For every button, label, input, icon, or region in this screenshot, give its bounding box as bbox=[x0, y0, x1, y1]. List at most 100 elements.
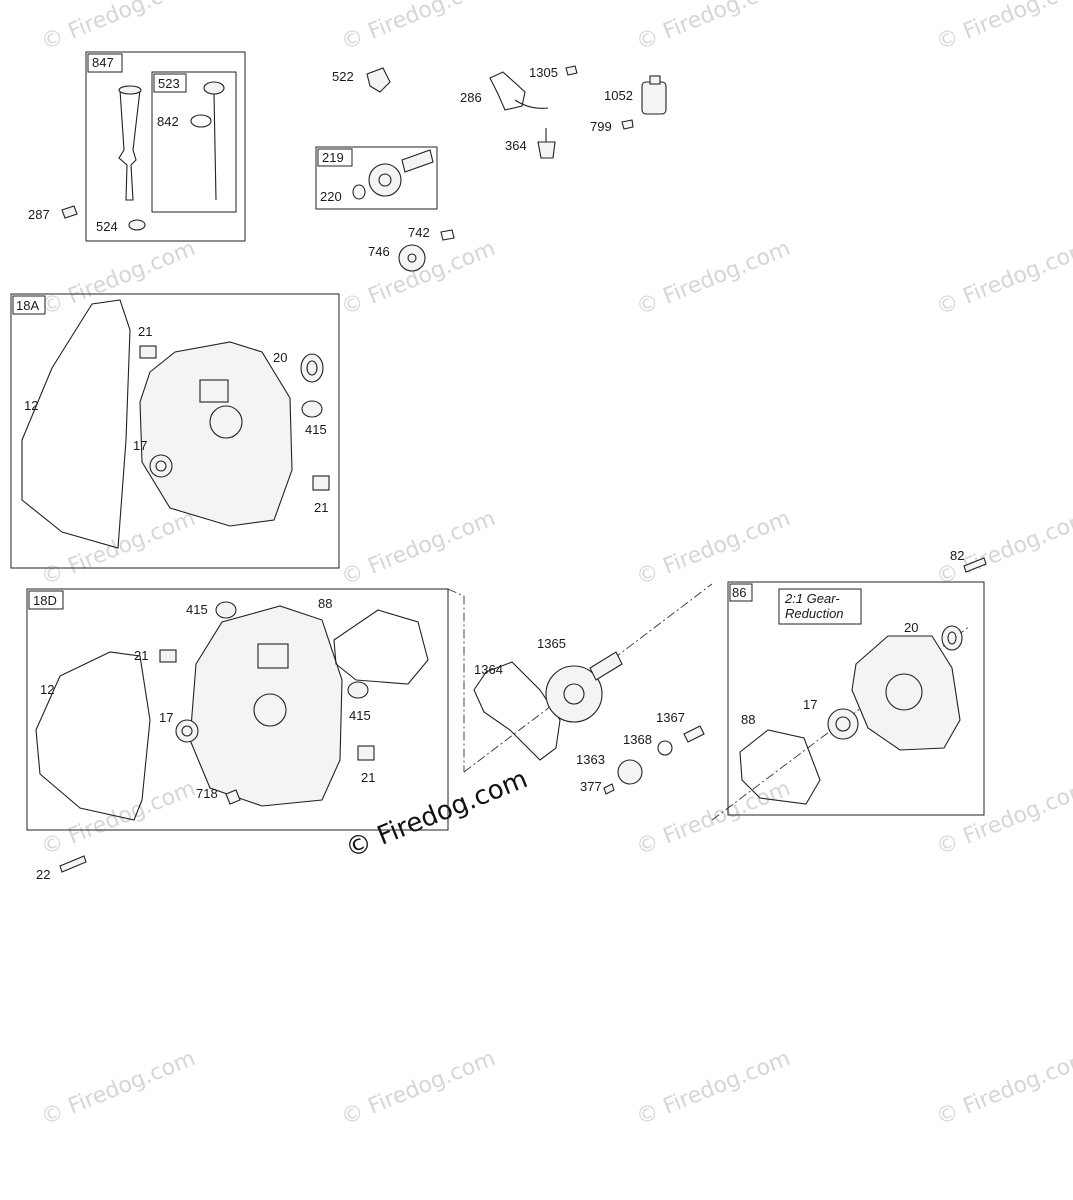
label-220: 220 bbox=[320, 189, 342, 204]
group-847: 847 524 523 842 bbox=[85, 51, 246, 242]
group-847-tag bbox=[87, 53, 123, 73]
solenoid-1052-part bbox=[641, 81, 667, 115]
bearing-G17-inner bbox=[835, 716, 851, 732]
plug-D21-bottom-part bbox=[357, 745, 375, 761]
plug-A415-part bbox=[301, 400, 323, 418]
screw-287-part bbox=[61, 205, 78, 219]
label-G88: 88 bbox=[741, 712, 755, 727]
watermark: © Firedog.com bbox=[38, 0, 199, 56]
gasket-D12-part bbox=[35, 651, 151, 821]
watermark: © Firedog.com bbox=[38, 236, 199, 320]
gear-746-part bbox=[398, 244, 426, 272]
label-364: 364 bbox=[505, 138, 527, 153]
sprocket-1363-part bbox=[617, 759, 643, 785]
group-523-id: 523 bbox=[158, 76, 180, 91]
screw-799-part bbox=[621, 119, 634, 130]
label-842: 842 bbox=[157, 114, 179, 129]
group-18D-leader bbox=[447, 588, 465, 772]
group-18D-frame bbox=[26, 588, 449, 831]
label-A415: 415 bbox=[305, 422, 327, 437]
gasket-G88-part bbox=[739, 729, 821, 805]
o-ring-842-part bbox=[190, 114, 212, 128]
group-18D-tag bbox=[28, 590, 64, 610]
dipstick-rod-part bbox=[213, 93, 217, 201]
label-22: 22 bbox=[36, 867, 50, 882]
seal-A17-inner bbox=[155, 460, 167, 472]
watermark: © Firedog.com bbox=[933, 776, 1073, 860]
label-A20: 20 bbox=[273, 350, 287, 365]
label-D88: 88 bbox=[318, 596, 332, 611]
watermark-layer: © Firedog.com © Firedog.com © Firedog.co… bbox=[38, 0, 1073, 1131]
group-18A: 18A 12 17 21 20 415 21 bbox=[10, 293, 340, 569]
screw-82-part bbox=[963, 557, 987, 573]
switch-364-part bbox=[537, 141, 556, 159]
watermark: © Firedog.com bbox=[338, 506, 499, 590]
label-799: 799 bbox=[590, 119, 612, 134]
label-522: 522 bbox=[332, 69, 354, 84]
label-D12: 12 bbox=[40, 682, 54, 697]
plug-D415-top-part bbox=[215, 601, 237, 619]
seal-524-part bbox=[128, 219, 146, 231]
seal-D17-part bbox=[175, 719, 199, 743]
wire-286-part bbox=[514, 99, 549, 109]
shaft-1365-part bbox=[589, 651, 623, 681]
group-523-tag bbox=[153, 73, 187, 93]
gear-reduction-note-box bbox=[778, 588, 862, 625]
sprocket-1365-hub bbox=[563, 683, 585, 705]
governor-gear-hub bbox=[378, 173, 392, 187]
group-219: 219 220 bbox=[315, 146, 438, 210]
watermark: © Firedog.com bbox=[38, 1046, 199, 1130]
crankcase-cover-18A-bore bbox=[209, 405, 243, 439]
seal-G20-inner bbox=[947, 631, 957, 645]
label-524: 524 bbox=[96, 219, 118, 234]
screw-1305-part bbox=[565, 65, 578, 76]
part-522 bbox=[366, 67, 391, 93]
dipstick-tube-part bbox=[118, 89, 141, 201]
watermark: © Firedog.com bbox=[338, 1046, 499, 1130]
group-847-id: 847 bbox=[92, 55, 114, 70]
group-18D-id: 18D bbox=[33, 593, 57, 608]
label-742: 742 bbox=[408, 225, 430, 240]
group-86-tag bbox=[729, 583, 753, 602]
dipstick-tube-top bbox=[118, 85, 142, 95]
label-1363: 1363 bbox=[576, 752, 605, 767]
group-219-tag bbox=[317, 148, 353, 167]
watermark: © Firedog.com bbox=[633, 776, 794, 860]
watermark: © Firedog.com bbox=[633, 236, 794, 320]
gear-case-86-bore bbox=[885, 673, 923, 711]
bracket-286-part bbox=[489, 71, 526, 111]
governor-gear-part bbox=[368, 163, 402, 197]
pin-718-part bbox=[225, 789, 241, 805]
screw-1367-part bbox=[683, 725, 705, 743]
label-377: 377 bbox=[580, 779, 602, 794]
washer-1368-part bbox=[657, 740, 673, 756]
label-1364: 1364 bbox=[474, 662, 503, 677]
label-718: 718 bbox=[196, 786, 218, 801]
seal-D17-inner bbox=[181, 725, 193, 737]
seal-A17-part bbox=[149, 454, 173, 478]
group-18A-tag bbox=[12, 295, 46, 315]
watermark: © Firedog.com bbox=[933, 236, 1073, 320]
label-1052: 1052 bbox=[604, 88, 633, 103]
clip-742-part bbox=[440, 229, 455, 241]
label-D415-top: 415 bbox=[186, 602, 208, 617]
plug-A21-bottom-part bbox=[312, 475, 330, 491]
label-82: 82 bbox=[950, 548, 964, 563]
label-1365: 1365 bbox=[537, 636, 566, 651]
watermark: © Firedog.com bbox=[633, 0, 794, 56]
seal-G20-part bbox=[941, 625, 963, 651]
watermark: © Firedog.com bbox=[933, 0, 1073, 56]
bolt-22-part bbox=[59, 855, 87, 873]
plug-D21-top-part bbox=[159, 649, 177, 663]
plug-A21-top-part bbox=[139, 345, 157, 359]
group-847-frame bbox=[85, 51, 246, 242]
group-86-frame bbox=[727, 581, 985, 816]
plug-D415-bottom-part bbox=[347, 681, 369, 699]
label-D415-bottom: 415 bbox=[349, 708, 371, 723]
label-A21-bottom: 21 bbox=[314, 500, 328, 515]
label-D17: 17 bbox=[159, 710, 173, 725]
dipstick-cap-part bbox=[203, 81, 225, 95]
label-1368: 1368 bbox=[623, 732, 652, 747]
label-G17: 17 bbox=[803, 697, 817, 712]
